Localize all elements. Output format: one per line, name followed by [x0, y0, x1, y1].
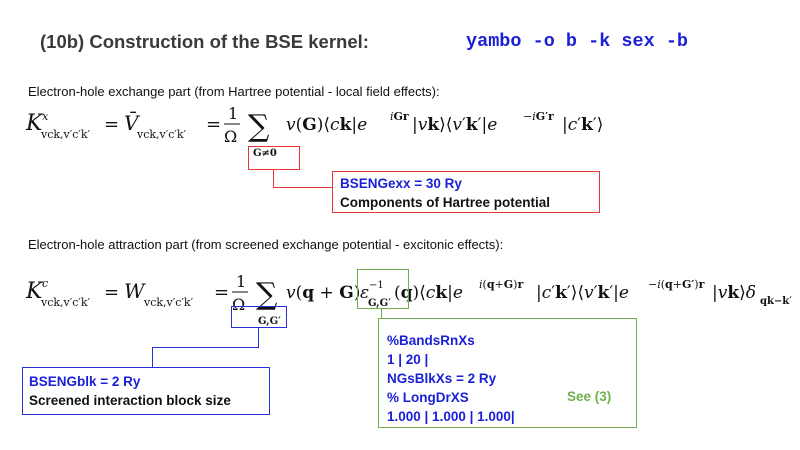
svg-text:|c′k′⟩: |c′k′⟩ [562, 115, 603, 135]
svg-text:G,G′: G,G′ [368, 298, 391, 309]
bsengblk-param: BSENGblk = 2 Ry [29, 374, 141, 389]
svg-text:G,G′: G,G′ [258, 316, 281, 327]
svg-text:K: K [25, 111, 44, 136]
svg-text:v(q + G): v(q + G) [286, 283, 360, 303]
slide-title: (10b) Construction of the BSE kernel: [40, 31, 369, 52]
svg-text:vck,v′c′k′: vck,v′c′k′ [40, 296, 91, 309]
attraction-formula: K c vck,v′c′k′ = W vck,v′c′k′ = 1 Ω ∑ G,… [25, 272, 792, 327]
svg-text:V̄: V̄ [124, 110, 141, 135]
svg-text:W: W [124, 279, 146, 303]
svg-text:Ω: Ω [232, 295, 245, 314]
svg-text:vck,v′c′k′: vck,v′c′k′ [143, 296, 194, 309]
svg-text:∑: ∑ [256, 277, 278, 312]
svg-text:−1: −1 [369, 280, 384, 291]
svg-text:=: = [206, 114, 221, 135]
svg-text:c: c [42, 277, 48, 290]
exchange-formula: K x vck,v′c′k′ = V̄ vck,v′c′k′ = 1 Ω ∑ G… [25, 104, 603, 159]
see-reference: See (3) [567, 389, 612, 404]
svg-text:−i(q+G′)r: −i(q+G′)r [648, 278, 705, 291]
ggprime-highlight [231, 306, 287, 328]
svg-text:G≠0: G≠0 [253, 148, 277, 159]
epsilon-highlight [357, 269, 409, 309]
svg-text:iGr: iGr [390, 110, 409, 123]
svg-text:K: K [25, 279, 44, 304]
svg-text:∑: ∑ [248, 109, 270, 144]
svg-text:i(q+G)r: i(q+G)r [479, 278, 523, 291]
svg-text:vck,v′c′k′: vck,v′c′k′ [40, 128, 91, 141]
svg-text:1: 1 [236, 272, 246, 291]
gneq0-highlight [248, 146, 300, 170]
epsilon-params-box: %BandsRnXs 1 | 20 | NGsBlkXs = 2 Ry % Lo… [378, 318, 637, 428]
bsengblk-desc: Screened interaction block size [29, 393, 231, 408]
svg-text:qk−k′: qk−k′ [760, 296, 792, 307]
svg-text:|c′k′⟩⟨v′k′|e: |c′k′⟩⟨v′k′|e [536, 283, 629, 303]
svg-text:|vk⟩δ: |vk⟩δ [712, 283, 756, 303]
svg-text:=: = [214, 282, 229, 303]
svg-text:vck,v′c′k′: vck,v′c′k′ [136, 128, 187, 141]
svg-text:v(G)⟨ck|e: v(G)⟨ck|e [286, 115, 367, 135]
svg-text:x: x [42, 110, 49, 123]
bsengexx-desc: Components of Hartree potential [340, 195, 551, 210]
svg-text:1: 1 [228, 104, 238, 123]
svg-text:(q)⟨ck|e: (q)⟨ck|e [394, 283, 463, 303]
svg-text:=: = [104, 282, 119, 303]
exchange-heading: Electron-hole exchange part (from Hartre… [28, 84, 440, 99]
command-text: yambo -o b -k sex -b [466, 31, 689, 52]
svg-text:−iG′r: −iG′r [523, 110, 554, 123]
svg-text:ε: ε [360, 283, 369, 303]
svg-text:|vk⟩⟨v′k′|e: |vk⟩⟨v′k′|e [412, 115, 497, 135]
svg-text:=: = [104, 114, 119, 135]
bsengexx-param: BSENGexx = 30 Ry [340, 176, 462, 191]
param-line-4: % LongDrXS [387, 390, 469, 405]
svg-text:Ω: Ω [224, 127, 237, 146]
param-line-1: %BandsRnXs [387, 333, 475, 348]
bsengexx-box: BSENGexx = 30 Ry Components of Hartree p… [332, 171, 600, 213]
attraction-heading: Electron-hole attraction part (from scre… [28, 237, 504, 252]
param-line-2: 1 | 20 | [387, 352, 429, 367]
param-line-5: 1.000 | 1.000 | 1.000| [387, 409, 515, 424]
param-line-3: NGsBlkXs = 2 Ry [387, 371, 497, 386]
bsengblk-box: BSENGblk = 2 Ry Screened interaction blo… [22, 367, 270, 415]
